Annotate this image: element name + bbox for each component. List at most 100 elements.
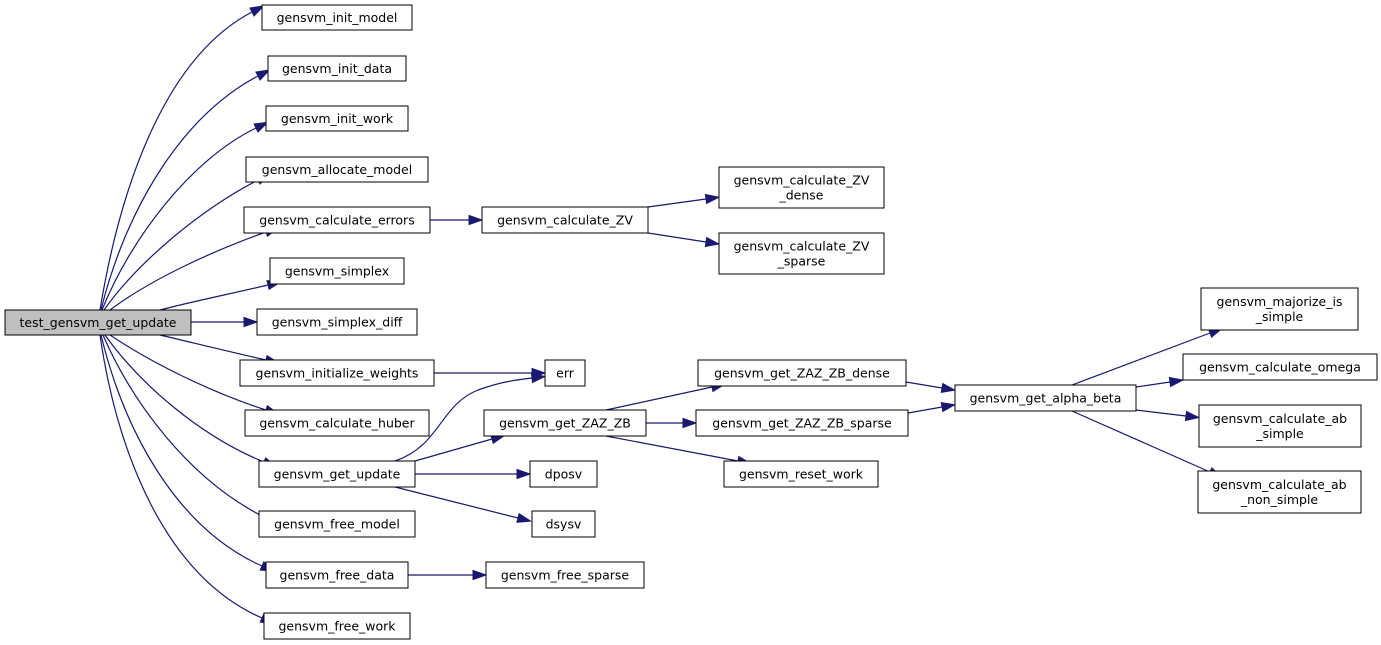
arrowhead-icon (516, 468, 532, 480)
function-node-box[interactable] (258, 460, 416, 488)
function-node-box[interactable] (265, 561, 409, 589)
function-node-gensvm-init-model[interactable]: gensvm_init_model (261, 4, 413, 31)
function-node-box[interactable] (239, 359, 435, 387)
function-node-label: _simple (1255, 426, 1304, 441)
call-edge-line (109, 231, 267, 311)
function-node-label: gensvm_calculate_huber (259, 416, 415, 431)
call-edge (1135, 376, 1185, 388)
function-node-gensvm-init-data[interactable]: gensvm_init_data (267, 55, 407, 82)
call-edge-line (647, 232, 707, 243)
call-edge-line (1135, 381, 1171, 388)
function-node-label: gensvm_get_ZAZ_ZB_sparse (712, 416, 892, 431)
function-node-gensvm-calculate-ab-non-simple[interactable]: gensvm_calculate_ab_non_simple (1197, 470, 1362, 514)
call-edge (104, 334, 278, 468)
call-edge (605, 382, 727, 411)
arrowhead-icon (1184, 410, 1201, 422)
function-node-box[interactable] (718, 232, 885, 275)
call-edge (99, 5, 265, 311)
function-node-gensvm-simplex[interactable]: gensvm_simplex (269, 257, 405, 285)
function-node-label: gensvm_init_data (282, 61, 392, 76)
arrowhead-icon (472, 569, 488, 581)
call-graph-nodes: test_gensvm_get_update gensvm_init_modelg… (4, 4, 1378, 640)
function-node-dposv[interactable]: dposv (529, 460, 598, 488)
function-node-test-gensvm-get-update[interactable]: test_gensvm_get_update (4, 309, 192, 336)
function-node-box[interactable] (256, 308, 418, 336)
function-node-box[interactable] (261, 4, 413, 31)
function-node-gensvm-free-model[interactable]: gensvm_free_model (258, 510, 416, 538)
call-edge-line (99, 11, 253, 311)
function-node-box[interactable] (244, 409, 430, 437)
function-node-gensvm-calculate-zv-dense[interactable]: gensvm_calculate_ZV_dense (718, 166, 885, 209)
call-edge-line (104, 334, 265, 463)
function-node-gensvm-get-update[interactable]: gensvm_get_update (258, 460, 416, 488)
function-node-label: _sparse (777, 254, 826, 269)
function-node-gensvm-calculate-omega[interactable]: gensvm_calculate_omega (1182, 353, 1378, 381)
function-node-box[interactable] (695, 409, 909, 437)
function-node-box[interactable] (1200, 287, 1359, 331)
function-node-label: gensvm_simplex_diff (272, 315, 403, 330)
call-edge-line (414, 438, 493, 462)
call-edge (430, 214, 484, 226)
function-node-label: gensvm_init_model (277, 10, 398, 25)
function-node-box[interactable] (483, 409, 647, 437)
function-node-gensvm-get-zaz-zb-dense[interactable]: gensvm_get_ZAZ_ZB_dense (697, 359, 907, 387)
function-node-label: dsysv (546, 517, 582, 532)
function-node-label: gensvm_free_sparse (501, 568, 630, 583)
function-node-box[interactable] (481, 206, 649, 234)
call-edge-line (647, 198, 707, 208)
function-node-gensvm-free-data[interactable]: gensvm_free_data (265, 561, 409, 589)
call-edge-line (159, 334, 267, 361)
function-node-box[interactable] (485, 561, 645, 589)
function-node-box[interactable] (544, 359, 586, 387)
function-node-box[interactable] (258, 510, 416, 538)
function-node-box[interactable] (245, 156, 429, 183)
function-node-gensvm-simplex-diff[interactable]: gensvm_simplex_diff (256, 308, 418, 336)
function-node-gensvm-calculate-zv[interactable]: gensvm_calculate_ZV (481, 206, 649, 234)
function-node-label: gensvm_get_ZAZ_ZB_dense (714, 366, 890, 381)
function-node-gensvm-calculate-errors[interactable]: gensvm_calculate_errors (243, 206, 431, 234)
function-node-dsysv[interactable]: dsysv (531, 510, 596, 538)
arrowhead-icon (704, 236, 721, 248)
function-node-gensvm-init-work[interactable]: gensvm_init_work (265, 105, 409, 132)
function-node-box[interactable] (243, 206, 431, 234)
function-node-gensvm-get-alpha-beta[interactable]: gensvm_get_alpha_beta (954, 384, 1137, 412)
function-node-label: gensvm_reset_work (739, 467, 864, 482)
function-node-label: gensvm_calculate_ZV (497, 213, 633, 228)
function-node-gensvm-initialize-weights[interactable]: gensvm_initialize_weights (239, 359, 435, 387)
function-node-gensvm-allocate-model[interactable]: gensvm_allocate_model (245, 156, 429, 183)
function-node-gensvm-get-zaz-zb[interactable]: gensvm_get_ZAZ_ZB (483, 409, 647, 437)
call-edge (109, 227, 280, 311)
function-node-err[interactable]: err (544, 359, 586, 387)
function-node-box[interactable] (1197, 470, 1362, 514)
arrowhead-icon (255, 69, 271, 81)
function-node-gensvm-free-work[interactable]: gensvm_free_work (263, 612, 411, 640)
function-node-box[interactable] (723, 460, 879, 488)
function-node-gensvm-free-sparse[interactable]: gensvm_free_sparse (485, 561, 645, 589)
arrowhead-icon (516, 512, 533, 523)
function-node-gensvm-calculate-ab-simple[interactable]: gensvm_calculate_ab_simple (1198, 404, 1362, 448)
arrowhead-icon (1168, 376, 1185, 388)
function-node-box[interactable] (4, 309, 192, 336)
call-edge-line (99, 334, 263, 619)
function-node-box[interactable] (529, 460, 598, 488)
function-node-box[interactable] (531, 510, 596, 538)
function-node-box[interactable] (269, 257, 405, 285)
function-node-label: gensvm_calculate_ZV (734, 173, 870, 188)
call-edge (646, 417, 698, 429)
call-edge-line (905, 381, 943, 389)
function-node-box[interactable] (697, 359, 907, 387)
function-node-box[interactable] (265, 105, 409, 132)
arrowhead-icon (704, 193, 721, 205)
function-node-box[interactable] (718, 166, 885, 209)
call-edge-line (100, 75, 259, 311)
function-node-box[interactable] (1198, 404, 1362, 448)
function-node-box[interactable] (267, 55, 407, 82)
function-node-gensvm-reset-work[interactable]: gensvm_reset_work (723, 460, 879, 488)
function-node-gensvm-calculate-huber[interactable]: gensvm_calculate_huber (244, 409, 430, 437)
function-node-box[interactable] (954, 384, 1137, 412)
function-node-gensvm-majorize-is-simple[interactable]: gensvm_majorize_is_simple (1200, 287, 1359, 331)
function-node-gensvm-get-zaz-zb-sparse[interactable]: gensvm_get_ZAZ_ZB_sparse (695, 409, 909, 437)
function-node-box[interactable] (263, 612, 411, 640)
function-node-gensvm-calculate-zv-sparse[interactable]: gensvm_calculate_ZV_sparse (718, 232, 885, 275)
function-node-box[interactable] (1182, 353, 1378, 381)
